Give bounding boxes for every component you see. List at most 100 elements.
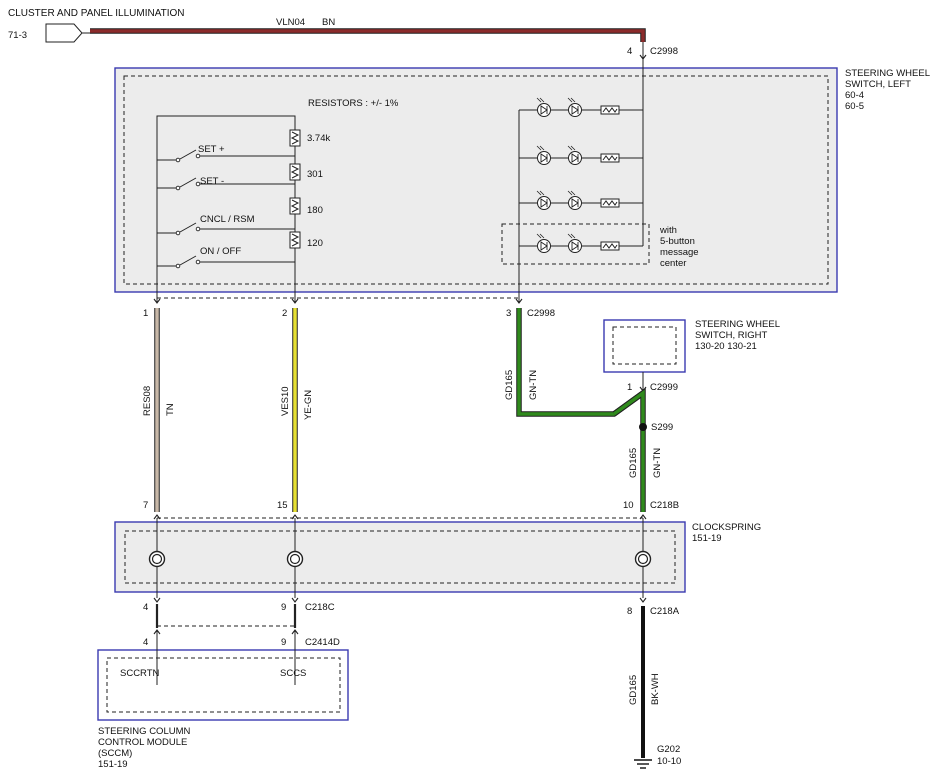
- pin-c2414d-9: 9: [281, 637, 286, 648]
- note-line-4: center: [660, 258, 686, 269]
- w2-circuit: VES10: [280, 386, 291, 416]
- green-wire-lower: [612, 389, 645, 512]
- sw-right-title-1: STEERING WHEEL: [695, 319, 780, 330]
- splice-label: S299: [651, 422, 673, 433]
- note-line-2: 5-button: [660, 236, 695, 247]
- w4-circuit: GD165: [628, 448, 639, 478]
- clockspring-ring-icon: [286, 550, 304, 568]
- sw-left-ref-2: 60-5: [845, 101, 864, 112]
- led-row-2: [519, 145, 643, 165]
- feed-title: CLUSTER AND PANEL ILLUMINATION: [8, 8, 185, 19]
- switch-label-set-minus: SET -: [200, 176, 224, 187]
- resistor-value-1: 3.74k: [307, 133, 330, 144]
- sw-right-pin: 1: [627, 382, 632, 393]
- pin-c218a-8: 8: [627, 606, 632, 617]
- resistor-icon: [289, 129, 301, 147]
- w4-pin-bottom: 10: [623, 500, 634, 511]
- sccm-title-1: STEERING COLUMN: [98, 726, 191, 737]
- w1-pin-top: 1: [143, 308, 148, 319]
- clockspring-inner: [124, 530, 676, 584]
- sccm-title-3: (SCCM): [98, 748, 132, 759]
- brown-wire: [90, 29, 645, 42]
- clockspring-box: [114, 521, 686, 593]
- w3-pin-top: 3: [506, 308, 511, 319]
- w4-connector-bottom: C218B: [650, 500, 679, 511]
- switch-label-on-off: ON / OFF: [200, 246, 241, 257]
- resistor-icon: [289, 231, 301, 249]
- pin-c218c-4: 4: [143, 602, 148, 613]
- switch-label-set-plus: SET +: [198, 144, 225, 155]
- arrow-down-icon: [291, 597, 299, 603]
- w4-color: GN-TN: [652, 448, 663, 478]
- ground-id: G202: [657, 744, 680, 755]
- ground-color: BK-WH: [650, 673, 661, 705]
- sw-right-refs: 130-20 130-21: [695, 341, 757, 352]
- sccm-pin-sccrtn: SCCRTN: [120, 668, 160, 679]
- resistor-icon: [600, 241, 620, 251]
- ground-symbol-icon: [634, 759, 652, 769]
- switch-set-minus: [157, 177, 295, 191]
- sccm-pin-sccs: SCCS: [280, 668, 306, 679]
- optional-led-box: [501, 223, 650, 265]
- sw-left-ref-1: 60-4: [845, 90, 864, 101]
- switch-on-off: [157, 255, 295, 269]
- w2-pin-top: 2: [282, 308, 287, 319]
- note-line-1: with: [659, 225, 677, 236]
- sw-right-connector: C2999: [650, 382, 678, 393]
- arrow-down-icon: [153, 597, 161, 603]
- arrow-down-icon: [639, 597, 647, 603]
- w2-color: YE-GN: [303, 390, 314, 420]
- led-row-1: [519, 97, 643, 117]
- resistor-icon: [289, 163, 301, 181]
- feed-pin: 4: [627, 46, 632, 57]
- splice-dot: [639, 423, 647, 431]
- resistor-value-2: 301: [307, 169, 323, 180]
- ground-ref: 10-10: [657, 756, 681, 767]
- ground-circuit: GD165: [628, 675, 639, 705]
- sw-left-title-2: SWITCH, LEFT: [845, 79, 911, 90]
- clockspring-ring-icon: [634, 550, 652, 568]
- w3-connector: C2998: [527, 308, 555, 319]
- left-bus: [156, 115, 296, 302]
- connector-c218c: C218C: [305, 602, 335, 613]
- w3-color: GN-TN: [528, 370, 539, 400]
- sw-right-title-2: SWITCH, RIGHT: [695, 330, 767, 341]
- resistor-icon: [600, 153, 620, 163]
- switch-label-cncl-rsm: CNCL / RSM: [200, 214, 255, 225]
- resistor-icon: [289, 197, 301, 215]
- led-row-3: [519, 190, 643, 210]
- feed-ref: 71-3: [8, 30, 27, 41]
- resistor-value-3: 180: [307, 205, 323, 216]
- note-line-3: message: [660, 247, 699, 258]
- resistor-value-4: 120: [307, 238, 323, 249]
- w1-color: TN: [165, 403, 176, 416]
- feed-connector-flag: [45, 23, 83, 43]
- w3-circuit: GD165: [504, 370, 515, 400]
- sccm-ref: 151-19: [98, 759, 128, 770]
- resistor-icon: [600, 105, 620, 115]
- sccm-inner: [106, 657, 341, 713]
- sccm-title-2: CONTROL MODULE: [98, 737, 187, 748]
- sccm-box: [97, 649, 349, 721]
- switch-cncl-rsm: [157, 222, 295, 236]
- led-row-4: [519, 233, 643, 253]
- feed-connector: C2998: [650, 46, 678, 57]
- connector-c218a: C218A: [650, 606, 680, 617]
- feed-circuit: VLN04: [276, 17, 305, 28]
- feed-color-code: BN: [322, 17, 335, 28]
- w2-pin-bottom: 15: [277, 500, 288, 511]
- steering-wheel-switch-right-inner: [612, 326, 677, 365]
- w1-circuit: RES08: [142, 386, 153, 416]
- pin-c218c-9: 9: [281, 602, 286, 613]
- steering-wheel-switch-right-box: [603, 319, 686, 373]
- w1-pin-bottom: 7: [143, 500, 148, 511]
- clockspring-title: CLOCKSPRING: [692, 522, 761, 533]
- sw-left-title-1: STEERING WHEEL: [845, 68, 930, 79]
- clockspring-ring-icon: [148, 550, 166, 568]
- switch-set-plus: [157, 149, 295, 163]
- resistor-icon: [600, 198, 620, 208]
- resistors-title: RESISTORS : +/- 1%: [308, 98, 399, 109]
- clockspring-ref: 151-19: [692, 533, 722, 544]
